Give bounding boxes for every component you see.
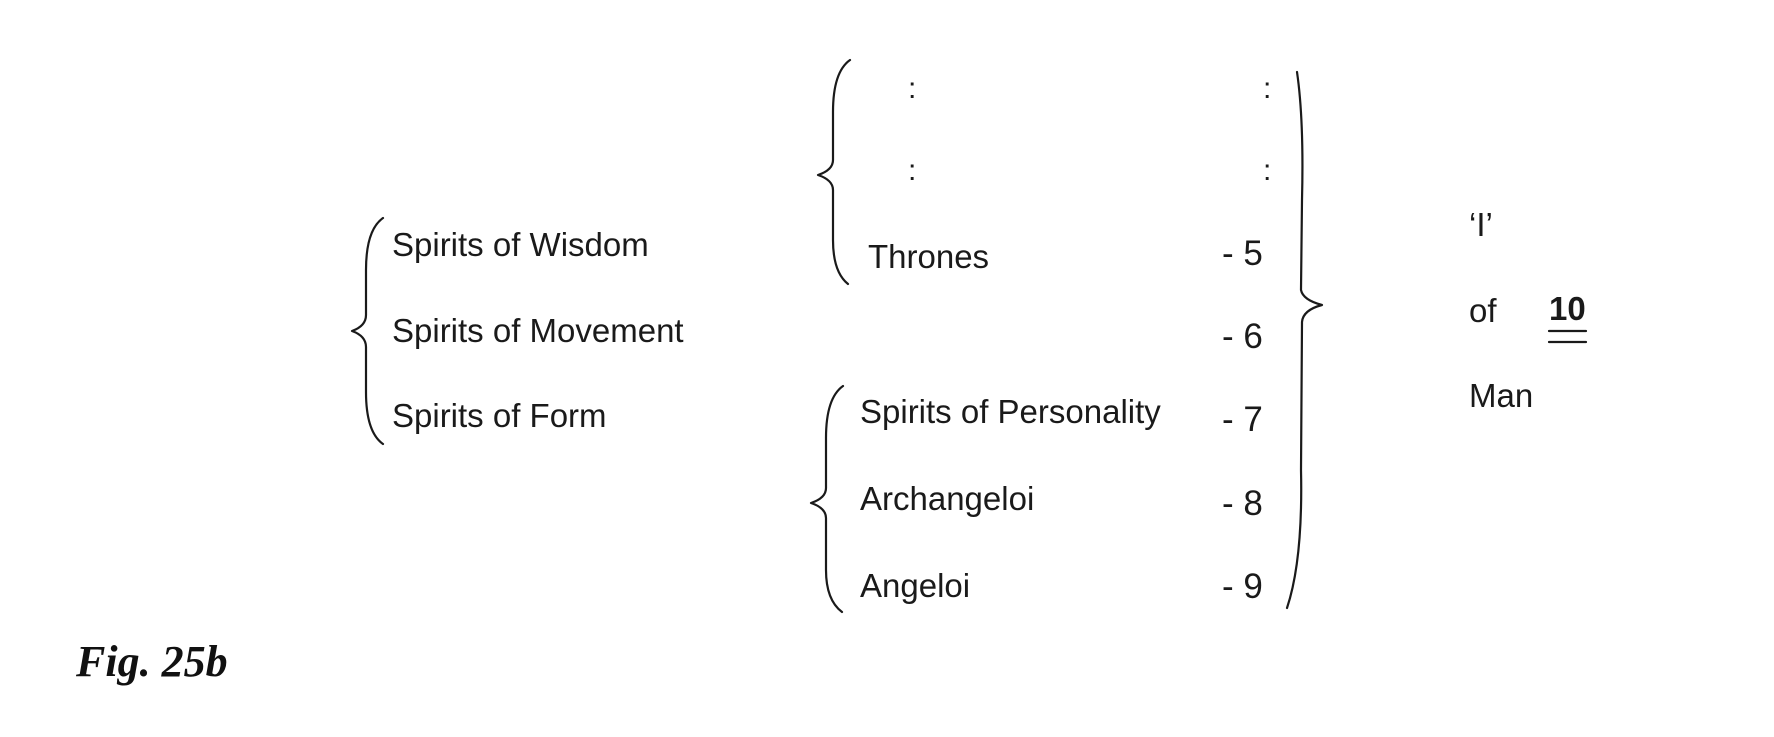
label-spirits-of-wisdom: Spirits of Wisdom <box>392 226 649 263</box>
ellipsis-dots-left-2: : <box>908 154 917 187</box>
rank-number-8: - 8 <box>1222 484 1263 523</box>
result-total-number: 10 <box>1549 290 1586 327</box>
result-i-label: ‘I’ <box>1469 206 1493 243</box>
result-man-label: Man <box>1469 377 1534 414</box>
ellipsis-dots-right-2: : <box>1263 154 1272 187</box>
rank-number-6: - 6 <box>1222 317 1263 356</box>
upper-group-brace <box>816 58 852 286</box>
label-thrones: Thrones <box>868 238 990 275</box>
left-group-brace <box>350 216 385 446</box>
rank-number-5: - 5 <box>1222 234 1263 273</box>
label-archangeloi: Archangeloi <box>860 480 1035 517</box>
ellipsis-dots-right-1: : <box>1263 72 1272 105</box>
rank-number-9: - 9 <box>1222 567 1263 606</box>
rank-number-7: - 7 <box>1222 400 1263 439</box>
label-angeloi: Angeloi <box>860 567 971 604</box>
lower-group-brace <box>809 384 845 614</box>
label-spirits-of-movement: Spirits of Movement <box>392 312 684 349</box>
result-of-label: of <box>1469 292 1497 329</box>
label-spirits-of-personality: Spirits of Personality <box>860 393 1161 430</box>
ellipsis-dots-left-1: : <box>908 72 917 105</box>
label-spirits-of-form: Spirits of Form <box>392 397 607 434</box>
figure-caption: Fig. 25b <box>76 637 228 686</box>
right-total-brace <box>1285 70 1324 610</box>
